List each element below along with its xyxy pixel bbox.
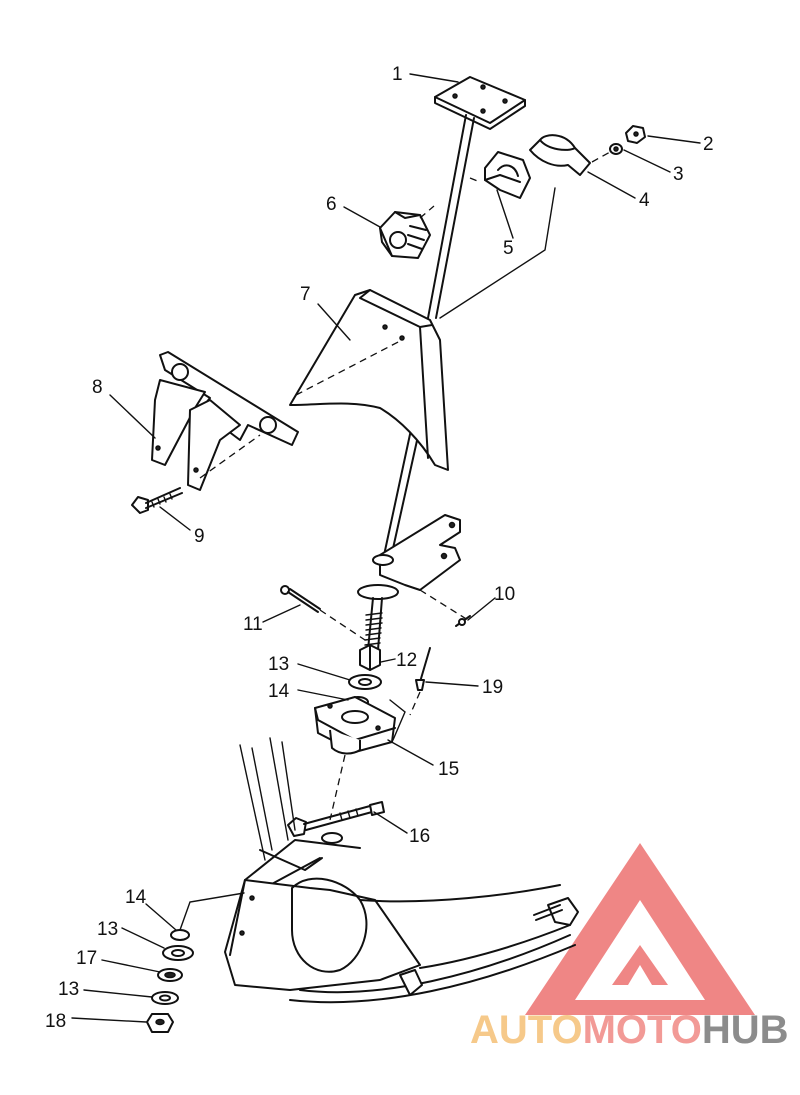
- watermark-moto: MOTO: [583, 1008, 702, 1052]
- part-15-block: [314, 696, 396, 755]
- part-4-clamp: [529, 134, 591, 176]
- chassis-frame: [224, 737, 579, 1004]
- callout-1: 1: [392, 64, 403, 85]
- callout-19: 19: [482, 677, 503, 698]
- callout-15: 15: [438, 759, 459, 780]
- part-14-washer-lower: [170, 929, 190, 941]
- callout-16: 16: [409, 826, 430, 847]
- automotohub-logo: [525, 843, 755, 1015]
- part-8-bracket: [151, 351, 299, 491]
- part-3-washer: [609, 143, 623, 155]
- part-12-nut: [359, 644, 381, 671]
- callout-13-upper: 13: [268, 654, 289, 675]
- part-2-nut: [625, 125, 646, 144]
- callout-13-lower-b: 13: [58, 979, 79, 1000]
- part-13-washer-lower-b: [151, 991, 179, 1005]
- part-16-bolt: [287, 801, 385, 837]
- callout-2: 2: [703, 134, 714, 155]
- callout-10: 10: [494, 584, 515, 605]
- callout-14-lower: 14: [125, 887, 147, 908]
- part-13-washer-lower-a: [162, 945, 194, 961]
- callout-8: 8: [92, 377, 103, 398]
- part-9-bolt: [131, 487, 183, 514]
- part-18-castle-nut: [146, 1013, 174, 1033]
- part-13-washer-upper: [348, 674, 382, 690]
- part-1-steering-post: [382, 76, 526, 563]
- watermark-auto: AUTO: [470, 1008, 583, 1052]
- watermark-hub: HUB: [702, 1008, 789, 1052]
- callout-12: 12: [396, 650, 417, 671]
- callout-4: 4: [639, 190, 650, 211]
- part-19-pin: [415, 647, 431, 691]
- callout-7: 7: [300, 284, 311, 305]
- part-11-cotter-pin: [280, 585, 321, 613]
- part-5-bushing: [484, 151, 531, 199]
- callout-17: 17: [76, 948, 97, 969]
- callout-3: 3: [673, 164, 684, 185]
- callout-6: 6: [326, 194, 337, 215]
- callout-14-upper: 14: [268, 681, 290, 702]
- callout-13-lower-a: 13: [97, 919, 118, 940]
- callout-5: 5: [503, 238, 514, 259]
- callout-9: 9: [194, 526, 205, 547]
- callout-11: 11: [243, 614, 263, 635]
- steering-support-bracket: [289, 289, 449, 471]
- part-17-washer: [157, 968, 183, 982]
- automotohub-watermark: AUTOMOTOHUB: [470, 1008, 789, 1052]
- part-10-pin: [455, 615, 471, 627]
- part-6-rubber-bushing: [379, 211, 431, 259]
- svg-text:AUTOMOTOHUB: AUTOMOTOHUB: [470, 1008, 789, 1052]
- lower-shaft: [364, 597, 383, 651]
- callout-18: 18: [45, 1011, 66, 1032]
- steering-arm: [357, 514, 461, 600]
- leader-lines: [71, 73, 701, 1023]
- callout-labels: 1 2 3 4 5 6 7 8 9 10 11 12 13 14 15 16 1…: [45, 64, 714, 1032]
